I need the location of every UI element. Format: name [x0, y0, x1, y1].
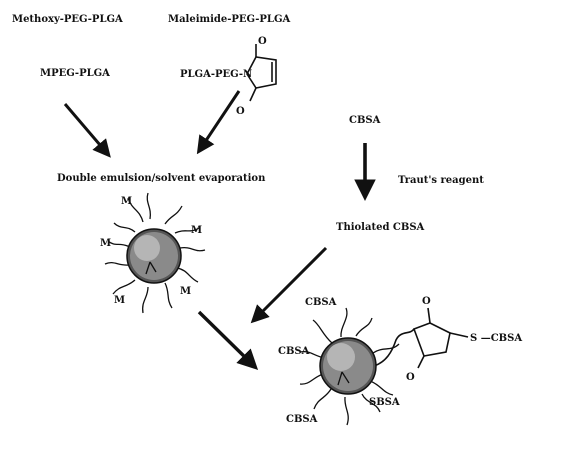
cbsa-left-label: CBSA: [278, 346, 310, 357]
cbsa-bottom-left-label: CBSA: [286, 414, 318, 425]
succinimide-ring: [412, 307, 469, 369]
methoxy-peg-plga-label: Methoxy-PEG-PLGA: [12, 14, 123, 25]
double-emulsion-label: Double emulsion/solvent evaporation: [57, 173, 266, 184]
nanoparticle-left: [104, 192, 206, 314]
cbsa-label: CBSA: [349, 115, 381, 126]
mpeg-plga-label: MPEG-PLGA: [40, 68, 110, 79]
o-conj-top-label: O: [422, 296, 431, 307]
trauts-reagent-label: Traut's reagent: [398, 175, 484, 186]
cbsa-top-label: CBSA: [305, 297, 337, 308]
o-conj-bottom-label: O: [406, 372, 415, 383]
o-top-label: O: [258, 36, 267, 47]
arrow-maleimide: [196, 90, 241, 155]
m-label-2: M: [191, 225, 202, 236]
m-label-4: M: [180, 286, 191, 297]
m-label-5: M: [114, 295, 125, 306]
sbsa-label: SBSA: [369, 397, 400, 408]
m-label-1: M: [121, 196, 132, 207]
nanoparticle-conjugated: [299, 307, 415, 426]
arrow-mpeg: [63, 103, 111, 158]
o-bottom-label: O: [236, 106, 245, 117]
maleimide-ring: [246, 44, 277, 102]
arrow-nanoparticle: [197, 310, 259, 370]
maleimide-peg-plga-label: Maleimide-PEG-PLGA: [168, 14, 291, 25]
m-label-3: M: [100, 238, 111, 249]
plga-peg-n-label: PLGA-PEG-N: [180, 69, 252, 80]
s-cbsa-label: S —CBSA: [470, 333, 522, 344]
thiolated-cbsa-label: Thiolated CBSA: [336, 222, 425, 233]
arrow-thiolated: [250, 246, 328, 324]
